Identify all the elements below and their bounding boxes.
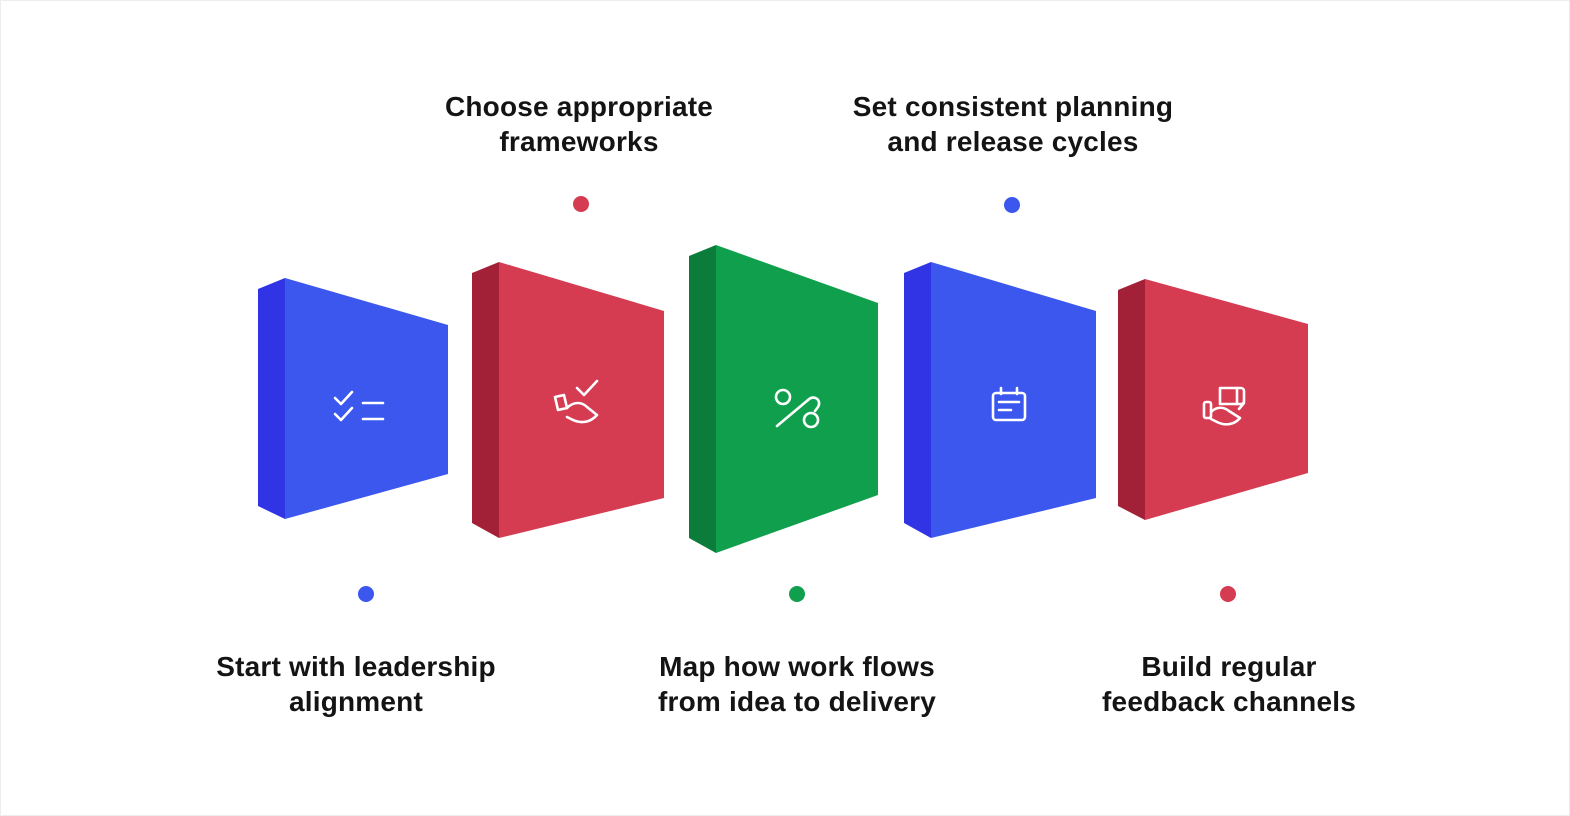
calendar-icon [991, 386, 1027, 422]
step-label-leadership: Start with leadership alignment [216, 649, 496, 719]
step-label-line: Choose appropriate [444, 91, 714, 122]
panel-choose-frameworks [472, 262, 664, 538]
checklist-icon [333, 390, 385, 422]
step-label-line: Start with leadership [216, 651, 496, 682]
step-label-planning: Set consistent planning and release cycl… [853, 89, 1173, 159]
step-dot-workflow [789, 586, 805, 602]
step-label-line: Build regular [1141, 651, 1317, 682]
panel-side [904, 262, 931, 538]
panel-side [1118, 279, 1145, 520]
step-label-workflow: Map how work flows from idea to delivery [658, 649, 936, 719]
hand-feedback-icon [1202, 386, 1246, 426]
panel-feedback-channels [1118, 279, 1308, 520]
panel-map-workflow [689, 245, 878, 553]
panel-face [499, 262, 664, 538]
panel-leadership-alignment [258, 278, 448, 519]
step-label-line: feedback channels [1102, 686, 1356, 717]
panel-planning-cycles [904, 262, 1096, 538]
step-dot-frameworks [573, 196, 589, 212]
step-label-feedback: Build regular feedback channels [1102, 649, 1356, 719]
panel-face [931, 262, 1096, 538]
step-label-line: Set consistent planning [852, 91, 1174, 122]
step-label-line: from idea to delivery [657, 686, 937, 717]
step-dot-feedback [1220, 586, 1236, 602]
step-label-line: alignment [288, 686, 424, 717]
panel-side [689, 245, 716, 553]
panel-side [472, 262, 499, 538]
step-dot-leadership [358, 586, 374, 602]
step-label-frameworks: Choose appropriate frameworks [445, 89, 713, 159]
panel-face [1145, 279, 1308, 520]
workflow-icon [774, 388, 821, 429]
panel-side [258, 278, 285, 519]
hand-check-icon [553, 379, 599, 424]
step-dot-planning [1004, 197, 1020, 213]
panel-face [716, 245, 878, 553]
panel-face [285, 278, 448, 519]
step-label-line: frameworks [499, 126, 659, 157]
step-label-line: and release cycles [887, 126, 1139, 157]
step-label-line: Map how work flows [659, 651, 935, 682]
